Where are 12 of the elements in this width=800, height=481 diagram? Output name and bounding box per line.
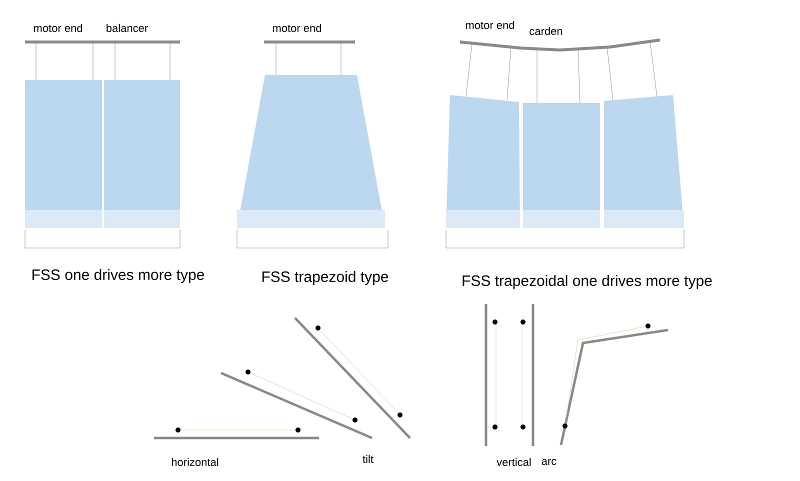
mode-label: arc xyxy=(542,458,556,465)
type-caption: FSS one drives more type xyxy=(32,269,204,283)
part-label: balancer xyxy=(106,24,148,32)
type-caption: FSS trapezoid type xyxy=(262,271,388,285)
part-label: motor end xyxy=(272,24,322,32)
part-label: motor end xyxy=(466,20,514,30)
part-label: carden xyxy=(530,26,562,36)
type-caption: FSS trapezoidal one drives more type xyxy=(462,275,712,289)
mode-label: horizontal xyxy=(172,458,218,466)
mode-label: vertical xyxy=(496,458,531,466)
part-label: motor end xyxy=(34,24,82,32)
mode-label: tilt xyxy=(362,454,374,463)
